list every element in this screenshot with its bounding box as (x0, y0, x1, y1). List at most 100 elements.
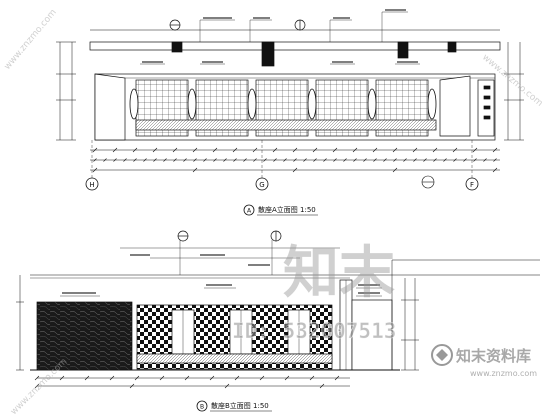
dim-tick (323, 158, 327, 162)
stone-wall-panel (36, 301, 133, 371)
elevation-a (56, 9, 524, 178)
dim-tick (284, 375, 290, 381)
dim-tick (363, 158, 367, 162)
dim-tick (112, 147, 118, 153)
watermark-brand-cn: 知末资料库 (456, 347, 531, 365)
dim-tick (319, 383, 325, 389)
dim-tick (432, 147, 438, 153)
grid-label-g: G (259, 181, 264, 189)
dim-tick (223, 158, 227, 162)
dim-tick (353, 158, 357, 162)
dim-tick (103, 158, 107, 162)
banquette-seating (135, 119, 437, 131)
dim-tick (392, 147, 398, 153)
dim-tick (209, 375, 215, 381)
dim-tick (153, 158, 157, 162)
dim-tick (252, 147, 258, 153)
dim-tick (309, 375, 315, 381)
callout-leaders-a (140, 11, 420, 65)
grid-label-h: H (89, 181, 94, 189)
dim-tick (313, 158, 317, 162)
elevation-b (16, 230, 540, 389)
dim-tick (92, 147, 98, 153)
dim-tick (352, 147, 358, 153)
dim-tick (372, 147, 378, 153)
dim-tick (493, 158, 497, 162)
dim-tick (192, 147, 198, 153)
watermark-diagonal-tl: www.znzmo.com (3, 8, 59, 72)
dim-tick (272, 147, 278, 153)
dim-tick (452, 147, 458, 153)
dim-tick (173, 158, 177, 162)
dim-tick (34, 375, 40, 381)
dim-tick (412, 147, 418, 153)
dim-tick (109, 375, 115, 381)
dim-tick (113, 158, 117, 162)
dim-tick (433, 158, 437, 162)
dim-tick (192, 167, 198, 173)
dim-tick (143, 158, 147, 162)
dim-tick (303, 158, 307, 162)
ceiling-band (89, 41, 501, 51)
dim-tick (263, 158, 267, 162)
dim-tick (392, 167, 398, 173)
dim-tick (134, 375, 140, 381)
dim-tick (383, 158, 387, 162)
dim-tick (123, 158, 127, 162)
dim-tick (423, 158, 427, 162)
dim-tick (203, 158, 207, 162)
dim-tick (472, 147, 478, 153)
bench-b (136, 353, 333, 364)
dim-tick (483, 158, 487, 162)
dim-tick (334, 375, 340, 381)
left-wing-panel (94, 73, 126, 141)
dim-tick (172, 147, 178, 153)
dim-tick (343, 158, 347, 162)
dim-tick (184, 375, 190, 381)
dim-tick (213, 158, 217, 162)
dim-tick (232, 147, 238, 153)
dim-tick (129, 383, 135, 389)
dim-tick (212, 147, 218, 153)
dim-tick (193, 158, 197, 162)
dim-tick (132, 147, 138, 153)
dim-tick (152, 147, 158, 153)
watermark-id: ID: 532007513 (232, 319, 396, 343)
grid-axis-markers-a: H G F (85, 175, 479, 191)
dim-tick (292, 167, 298, 173)
dim-tick (413, 158, 417, 162)
caption-b: B 散座B立面图 1:50 (196, 400, 272, 412)
dim-tick (93, 158, 97, 162)
dim-tick (292, 147, 298, 153)
watermark-logo-chars: 知末 (283, 241, 395, 306)
dim-tick (159, 375, 165, 381)
dim-tick (234, 375, 240, 381)
dim-tick (443, 158, 447, 162)
dim-tick (312, 147, 318, 153)
dim-tick (492, 147, 498, 153)
dim-tick (243, 158, 247, 162)
dim-tick (293, 158, 297, 162)
dim-tick (403, 158, 407, 162)
callout-leaders-b (60, 240, 382, 297)
dim-tick (273, 158, 277, 162)
dim-tick (332, 147, 338, 153)
dim-tick (133, 158, 137, 162)
dim-tick (253, 158, 257, 162)
dim-tick (333, 158, 337, 162)
watermark-brand-url: www.znzmo.com (470, 369, 537, 378)
dim-tick (473, 158, 477, 162)
oval-ornaments (129, 88, 437, 120)
dim-tick (453, 158, 457, 162)
grid-label-f: F (470, 181, 474, 189)
dim-tick (393, 158, 397, 162)
dim-tick (84, 375, 90, 381)
dim-tick (492, 167, 498, 173)
caption-a-title: 散座A立面图 1:50 (258, 205, 316, 214)
dim-tick (59, 375, 65, 381)
caption-a: A 散座A立面图 1:50 (243, 204, 318, 216)
caption-a-marker: A (247, 208, 252, 215)
dim-tick (224, 383, 230, 389)
dim-tick (34, 383, 40, 389)
